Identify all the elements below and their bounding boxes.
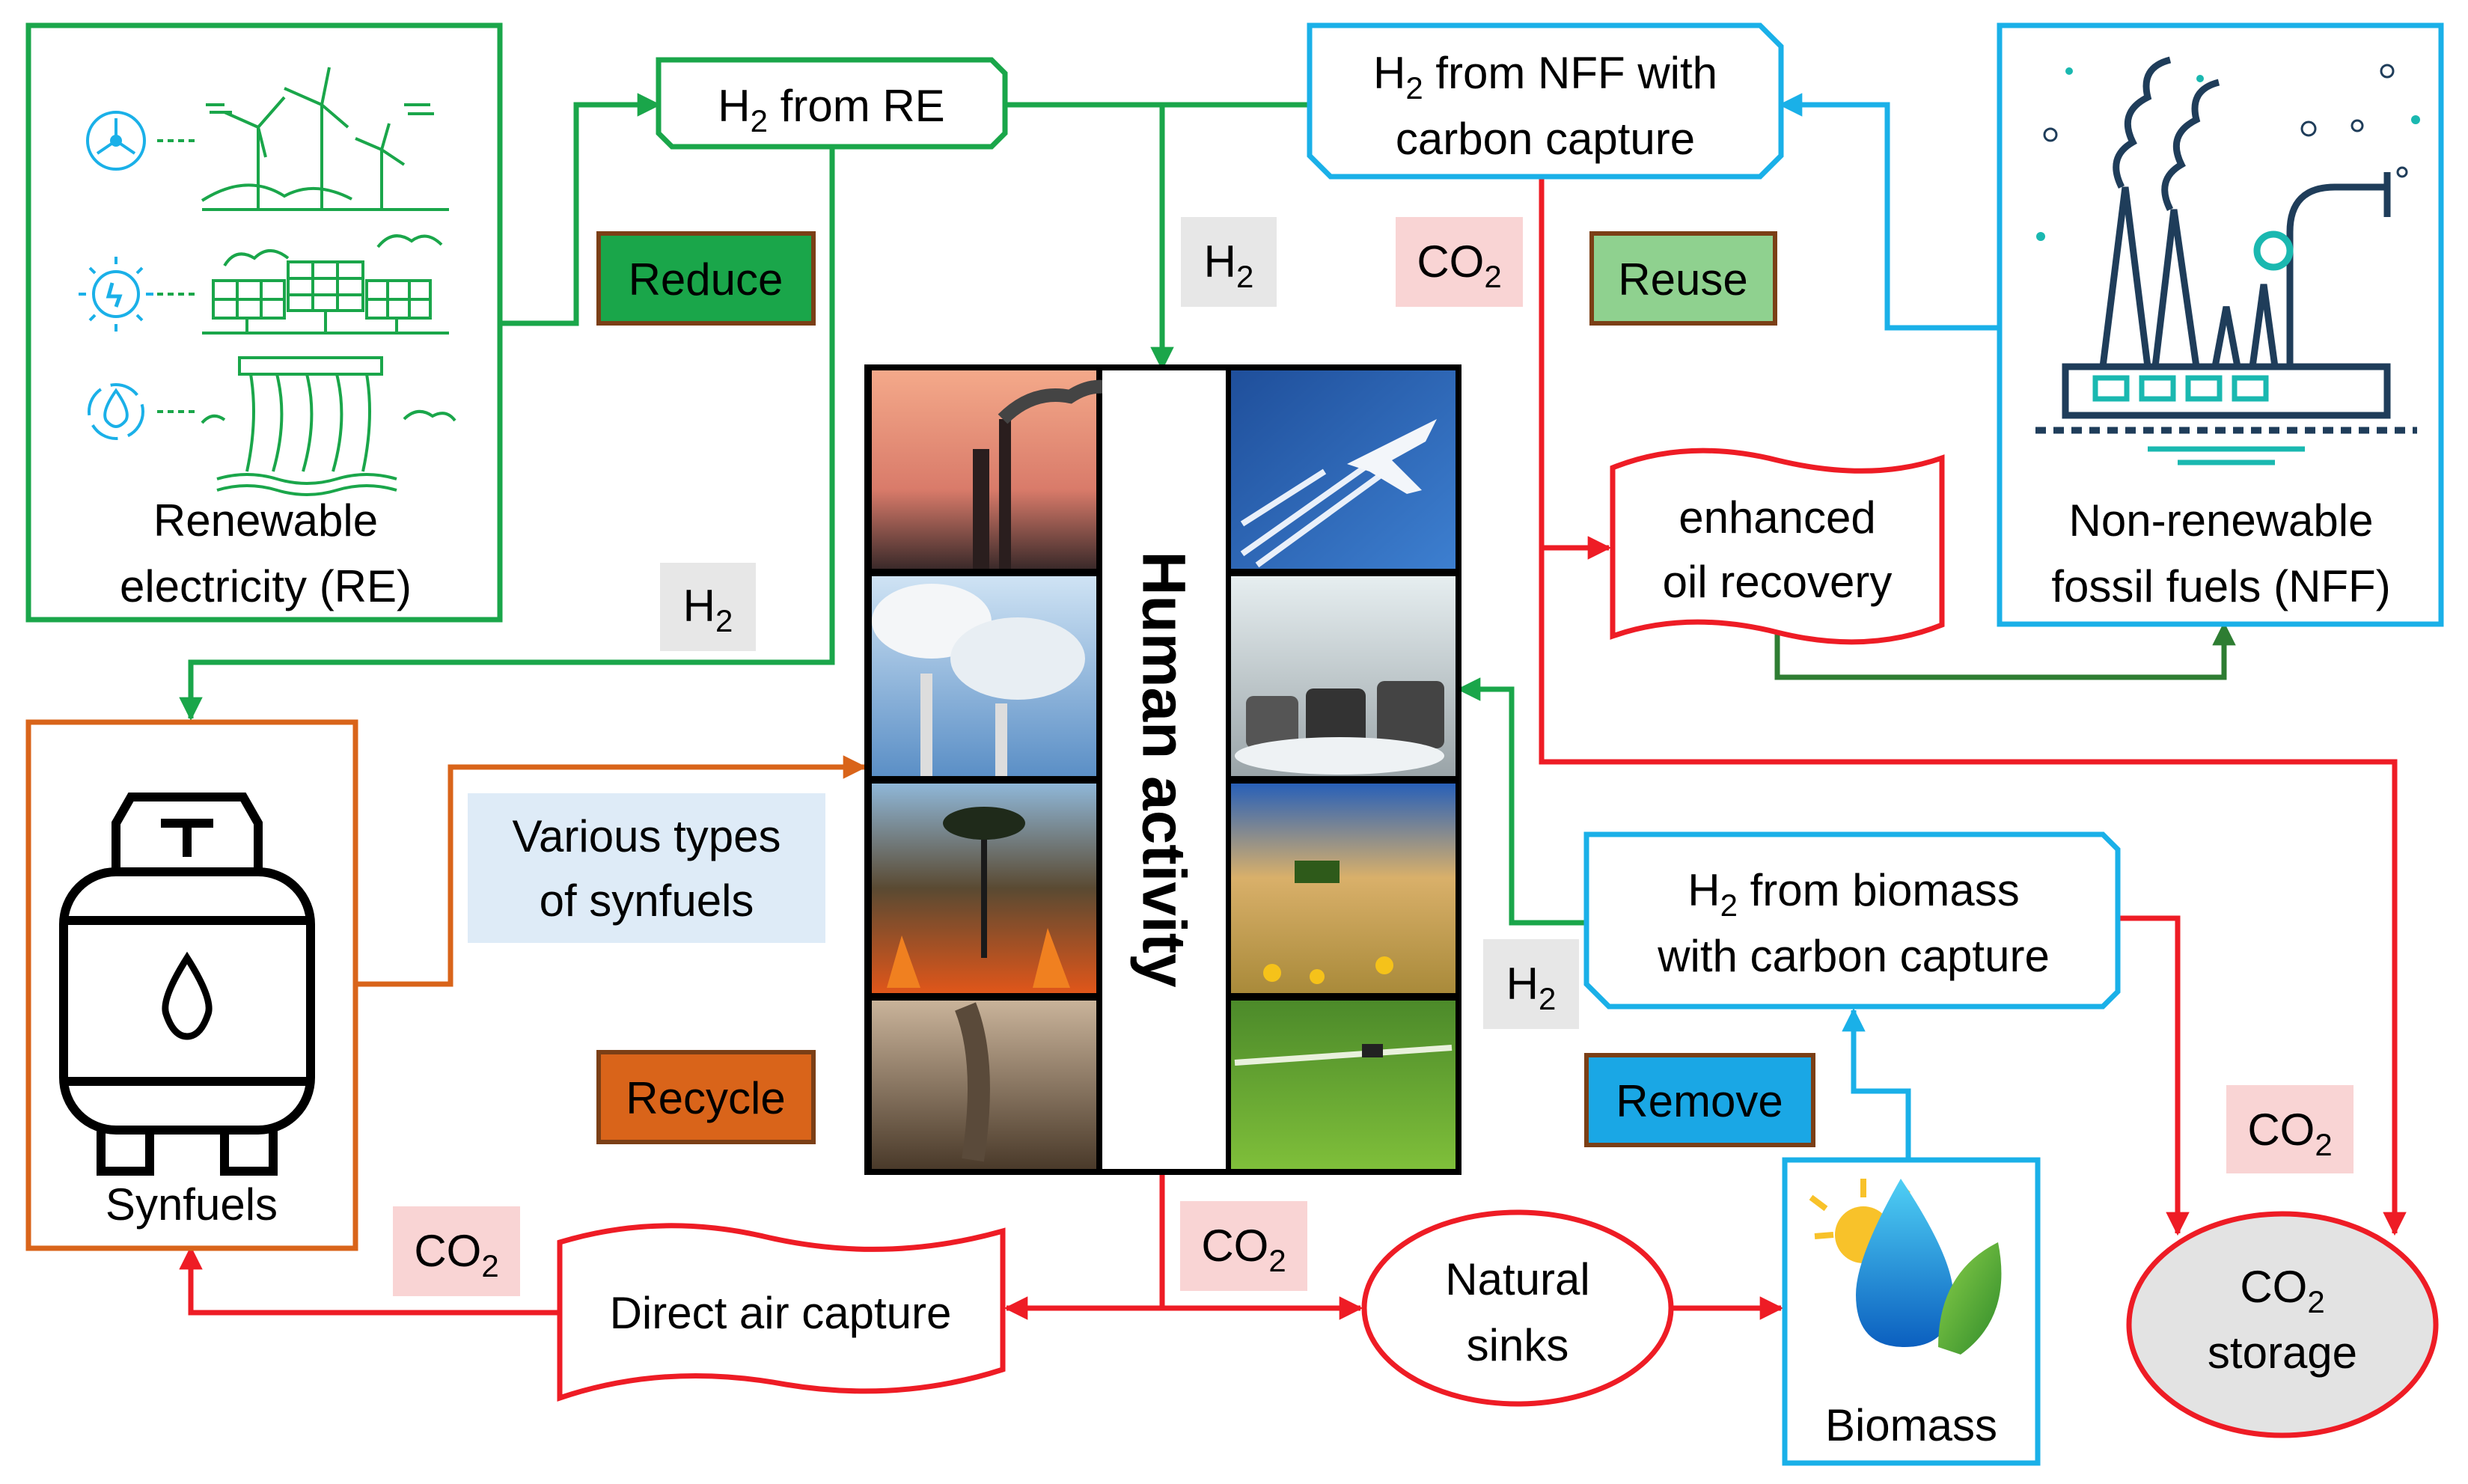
sinks-label-line1: Natural <box>1445 1254 1589 1304</box>
co2-storage-ellipse: CO2 storage <box>2126 1211 2439 1438</box>
svg-text:CO2: CO2 <box>2247 1105 2332 1162</box>
h2bio-line2: with carbon capture <box>1657 931 2050 981</box>
tag-synfuel-types: Various types of synfuels <box>468 793 825 943</box>
arrow-h2biomass-to-storage <box>2118 915 2190 1236</box>
h2nff-sub: 2 <box>1405 70 1423 106</box>
action-remove: Remove <box>1584 1053 1815 1147</box>
solar-panels-illustration <box>157 234 449 335</box>
h2bio-h: H <box>1687 865 1720 915</box>
tag-h2-left: H2 <box>660 563 756 651</box>
svg-text:Reuse: Reuse <box>1618 254 1747 305</box>
factory-sparkles <box>2036 64 2420 241</box>
svg-text:CO2: CO2 <box>2240 1262 2324 1319</box>
h2-from-nff-box: H2 from NFF with carbon capture <box>1307 22 1784 180</box>
arrow-re-to-h2re <box>500 93 662 326</box>
h2bio-rest: from biomass <box>1738 865 2020 915</box>
enhanced-oil-recovery-box: enhanced oil recovery <box>1610 448 1945 645</box>
arrow-synfuels-to-human <box>355 755 867 987</box>
photo-traffic-exhaust <box>1231 576 1456 776</box>
factory-illustration <box>2035 56 2417 434</box>
re-label-line1: Renewable <box>153 495 378 546</box>
arrow-h2biomass-to-human <box>1456 677 1586 926</box>
action-reuse: Reuse <box>1589 231 1777 326</box>
svg-text:Reduce: Reduce <box>629 254 784 305</box>
human-activity-label: Human activity <box>1130 551 1198 988</box>
h2re-h: H <box>718 81 750 131</box>
solar-energy-icon <box>79 257 153 332</box>
nff-label-line2: fossil fuels (NFF) <box>2051 561 2390 611</box>
wind-energy-icon <box>86 111 146 171</box>
line-h2nff-co2 <box>1539 177 2407 1236</box>
photo-power-plant-smoke <box>872 576 1096 776</box>
photo-crop-spraying <box>1231 1001 1456 1169</box>
photo-harvest-field <box>1231 784 1456 993</box>
arrow-eor-to-nff <box>1774 621 2236 680</box>
natural-sinks-ellipse: Natural sinks <box>1361 1209 1674 1407</box>
svg-text:CO2: CO2 <box>414 1226 498 1283</box>
tag-h2-main: H2 <box>1181 217 1277 307</box>
arrow-h2re-to-synfuels <box>179 147 835 721</box>
synfuel-tag-line2: of synfuels <box>540 876 754 926</box>
hydro-dam-illustration <box>157 356 456 496</box>
direct-air-capture-box: Direct air capture <box>557 1223 1006 1402</box>
biomass-box: Biomass <box>1782 1157 2041 1466</box>
storage-co: CO <box>2240 1262 2307 1312</box>
gas-cylinder-icon <box>59 793 315 1176</box>
synfuels-box: Synfuels <box>25 719 358 1251</box>
storage-line2: storage <box>2208 1328 2357 1378</box>
eor-label-line1: enhanced <box>1679 492 1876 543</box>
svg-text:Remove: Remove <box>1616 1076 1783 1126</box>
svg-text:CO2: CO2 <box>1201 1221 1286 1278</box>
action-recycle: Recycle <box>596 1050 816 1144</box>
tag-co2-right: CO2 <box>2226 1085 2354 1173</box>
tag-co2-top: CO2 <box>1396 217 1523 307</box>
action-reduce: Reduce <box>596 231 816 326</box>
storage-sub: 2 <box>2307 1284 2324 1319</box>
svg-text:Recycle: Recycle <box>626 1073 785 1123</box>
svg-text:CO2: CO2 <box>1417 236 1501 294</box>
h2-from-biomass-box: H2 from biomass with carbon capture <box>1583 831 2121 1010</box>
dac-label: Direct air capture <box>610 1288 952 1338</box>
h2bio-sub: 2 <box>1720 888 1738 923</box>
tag-h2-right: H2 <box>1483 939 1579 1029</box>
re-label-line2: electricity (RE) <box>120 561 412 611</box>
synfuel-tag-line1: Various types <box>512 811 781 861</box>
sinks-label-line2: sinks <box>1467 1320 1569 1370</box>
biomass-icon <box>1809 1179 2002 1355</box>
wind-turbines-illustration <box>157 67 449 211</box>
photo-airplane-contrails <box>1231 370 1456 569</box>
arrow-nff-to-h2nff <box>1778 93 2000 331</box>
human-activity-panel: Human activity <box>864 364 1461 1175</box>
eor-label-line2: oil recovery <box>1663 557 1893 607</box>
svg-text:H2 from RE: H2 from RE <box>718 81 944 138</box>
h2nff-h: H <box>1373 48 1405 98</box>
svg-text:H2 from biomass: H2 from biomass <box>1687 865 2019 923</box>
h2nff-line2: carbon capture <box>1396 114 1695 164</box>
svg-text:H2: H2 <box>1506 959 1557 1016</box>
photo-dust-storm <box>872 1001 1096 1169</box>
renewable-electricity-box: Renewable electricity (RE) <box>25 22 503 623</box>
photo-forest-fire <box>872 784 1096 993</box>
svg-text:H2 from NFF with: H2 from NFF with <box>1373 48 1717 106</box>
connectors <box>179 93 2407 1320</box>
h2nff-rest: from NFF with <box>1423 48 1717 98</box>
svg-text:H2: H2 <box>683 581 733 638</box>
h2re-rest: from RE <box>768 81 945 131</box>
factory-windows <box>2092 375 2305 465</box>
h2re-sub: 2 <box>751 103 768 138</box>
biomass-label: Biomass <box>1825 1400 1997 1450</box>
tag-co2-left: CO2 <box>393 1206 520 1296</box>
h2-from-re-box: H2 from RE <box>656 57 1008 150</box>
photo-industrial-smokestacks <box>872 370 1117 569</box>
nff-label-line1: Non-renewable <box>2069 495 2374 546</box>
synfuels-label: Synfuels <box>106 1179 278 1230</box>
tag-co2-bottom: CO2 <box>1180 1201 1307 1291</box>
svg-text:H2: H2 <box>1204 236 1254 294</box>
hydro-energy-icon <box>88 383 144 440</box>
arrow-biomass-to-h2biomass <box>1842 1007 1911 1158</box>
nff-box: Non-renewable fossil fuels (NFF) <box>1997 22 2444 627</box>
arrow-dac-to-synfuels <box>179 1245 560 1316</box>
